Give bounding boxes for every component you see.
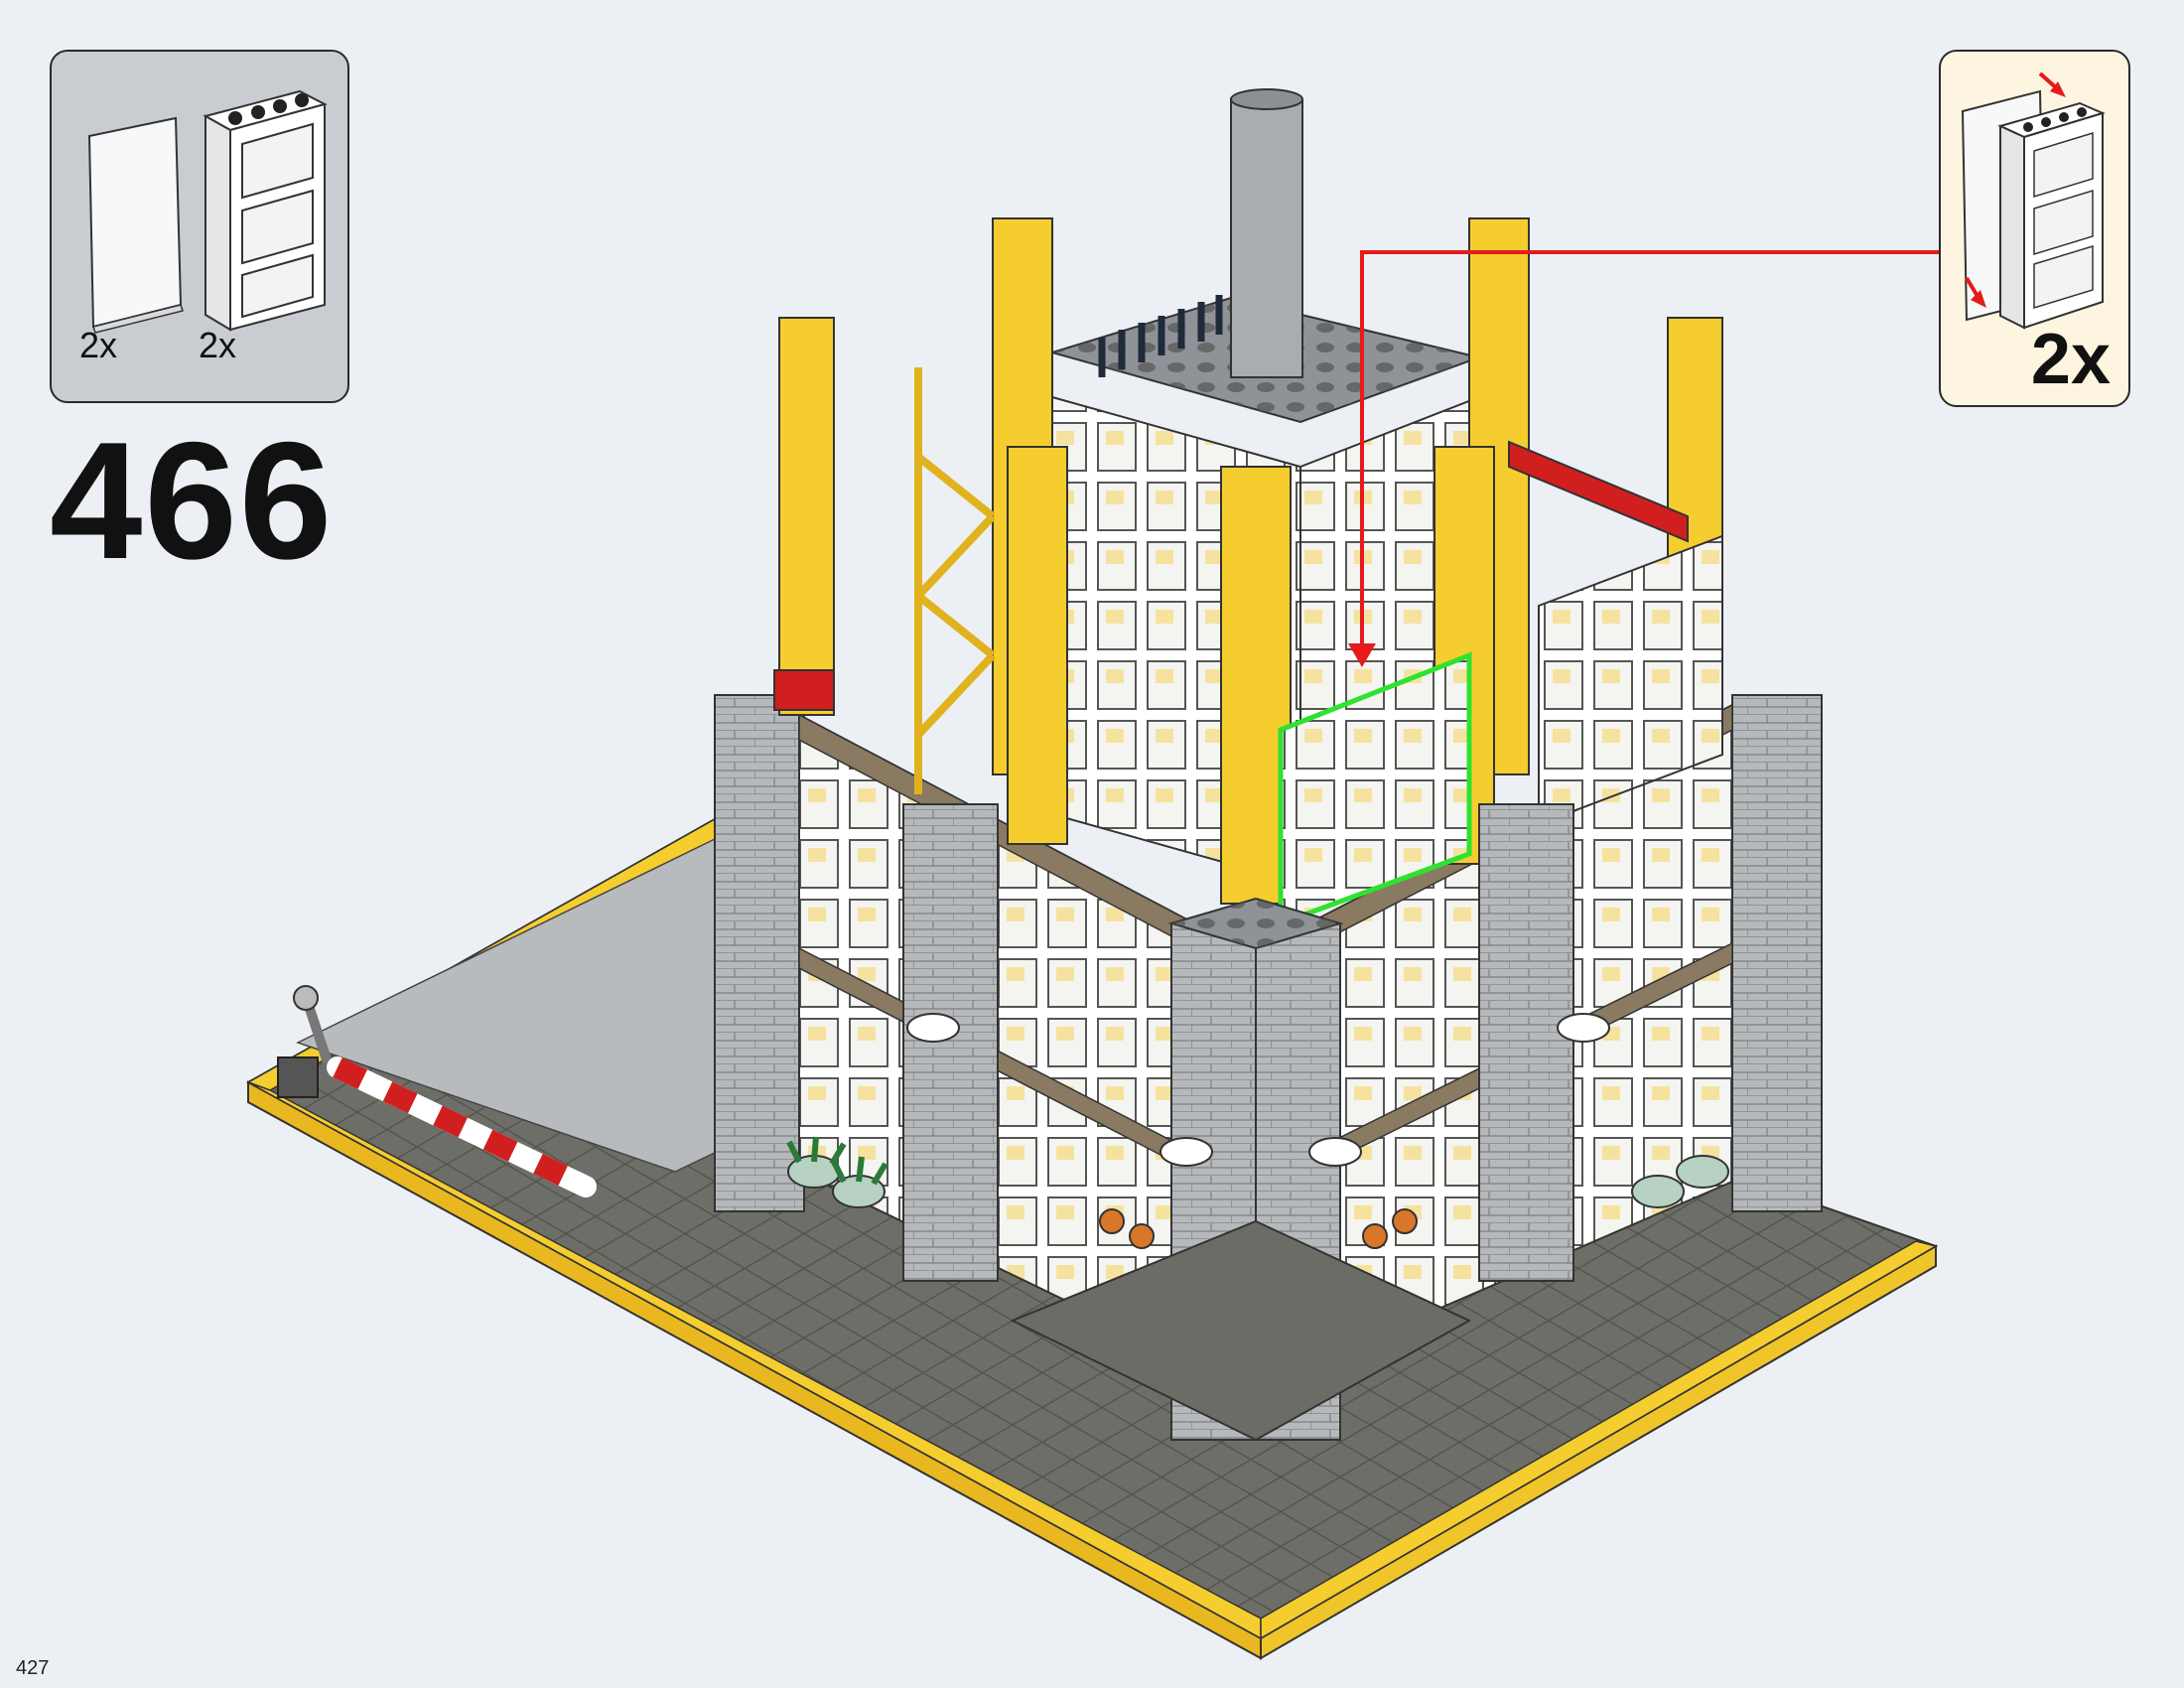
parts-list-box: 2x 2x bbox=[50, 50, 349, 403]
window-glass-icon bbox=[87, 116, 184, 334]
callout-quantity: 2x bbox=[2030, 320, 2111, 399]
page-number: 427 bbox=[16, 1657, 50, 1679]
potted-plants bbox=[786, 1136, 1729, 1208]
quantity-glass: 2x bbox=[79, 325, 118, 365]
highlighted-window bbox=[1278, 651, 1472, 927]
window-assembly-icon bbox=[1961, 71, 2106, 330]
barrier-arm bbox=[327, 1056, 597, 1197]
quantity-frame: 2x bbox=[199, 325, 237, 365]
step-number: 466 bbox=[50, 407, 335, 594]
sub-assembly-callout: 2x bbox=[1939, 50, 2130, 407]
window-frame-icon bbox=[203, 89, 328, 332]
